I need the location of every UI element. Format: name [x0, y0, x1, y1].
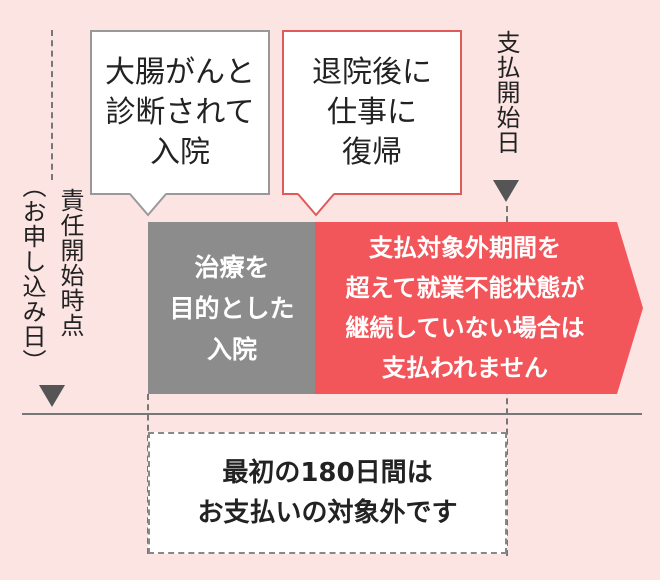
diagnosis-callout-text: 大腸がんと 診断されて 入院 [105, 54, 255, 170]
application-date-label: （お申し込み日） [18, 174, 46, 374]
return-to-work-callout: 退院後に 仕事に 復帰 [282, 30, 462, 217]
diagnosis-callout: 大腸がんと 診断されて 入院 [90, 30, 270, 217]
treatment-bar: 治療を 目的とした 入院 [148, 222, 316, 394]
timeline-axis [22, 413, 642, 415]
return-to-work-callout-tail [297, 193, 335, 217]
exclusion-period-note-text: 最初の180日間は お支払いの対象外です [197, 458, 458, 528]
payment-start-arrow-icon [493, 180, 519, 202]
return-to-work-callout-text: 退院後に 仕事に 復帰 [312, 54, 432, 170]
exclusion-period-note: 最初の180日間は お支払いの対象外です [148, 432, 507, 554]
diagnosis-callout-tail [129, 193, 167, 217]
payment-start-label: 支払開始日 [492, 30, 520, 155]
treatment-bar-text: 治療を 目的とした 入院 [169, 252, 295, 364]
liability-start-arrow-icon [39, 385, 65, 407]
not-paid-arrow-bar [315, 222, 643, 394]
liability-start-guide-line [51, 30, 53, 180]
not-paid-bar-text: 支払対象外期間を 超えて就業不能状態が 継続していない場合は 支払われません [345, 234, 585, 382]
liability-start-label: 責任開始時点 [56, 188, 84, 338]
